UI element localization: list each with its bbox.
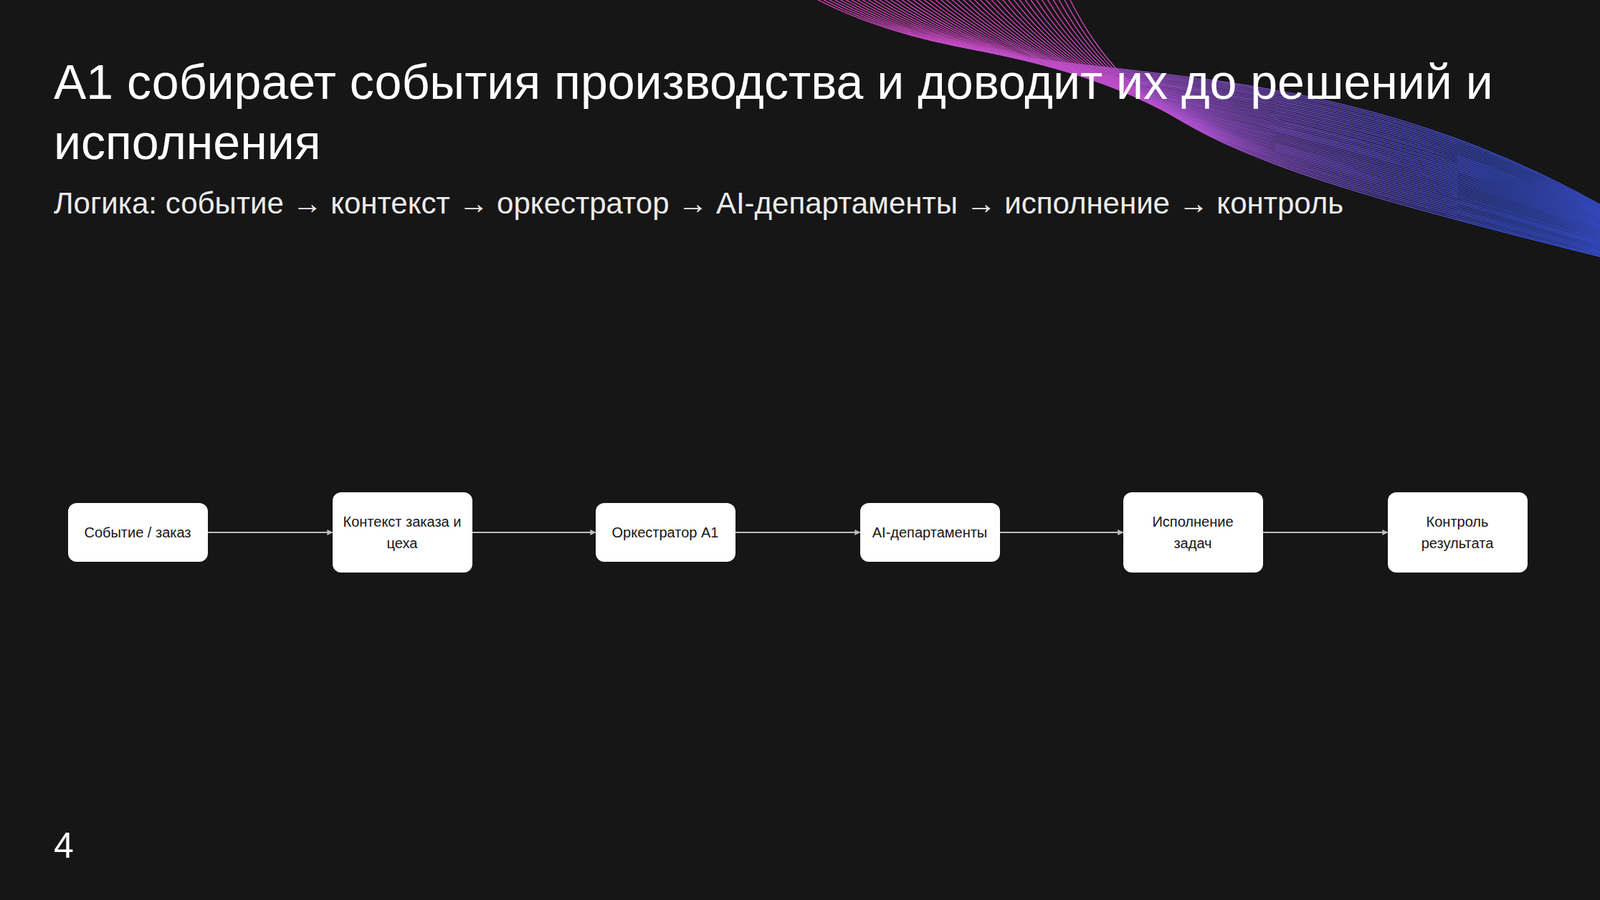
page-number: 4 xyxy=(53,824,74,868)
flow-arrow xyxy=(1000,531,1124,534)
flow-arrow xyxy=(735,531,861,534)
box-label: Контроль результата xyxy=(1397,511,1518,555)
process-box: Контроль результата xyxy=(1387,492,1528,573)
process-box: Оркестратор A1 xyxy=(595,503,736,563)
process-box: Контекст заказа и цеха xyxy=(332,492,473,573)
process-box: AI-департаменты xyxy=(860,503,1000,563)
process-box: Событие / заказ xyxy=(68,503,208,563)
box-label: Событие / заказ xyxy=(83,521,191,544)
box-label: Контекст заказа и цеха xyxy=(342,511,463,555)
flow-arrow xyxy=(472,531,596,534)
slide-title: A1 собирает события производства и довод… xyxy=(53,51,1545,173)
flow-arrow xyxy=(207,531,333,534)
flow-arrow xyxy=(1263,531,1388,534)
box-label: Исполнение задач xyxy=(1133,511,1254,555)
box-label: Оркестратор A1 xyxy=(612,521,719,544)
subtitle-text: Логика: событие → контекст → оркестратор… xyxy=(53,184,1581,223)
box-label: AI-департаменты xyxy=(872,521,988,544)
process-box: Исполнение задач xyxy=(1123,492,1264,573)
